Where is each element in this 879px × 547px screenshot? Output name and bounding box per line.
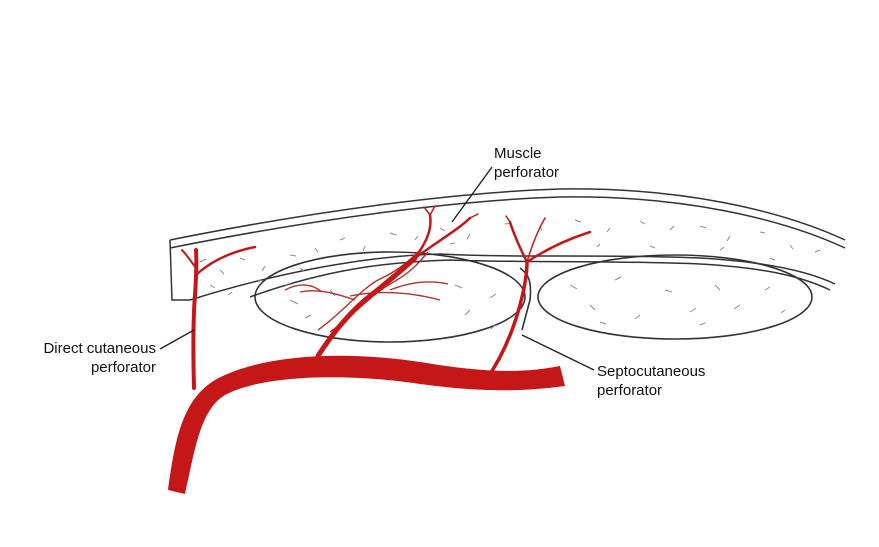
direct-cutaneous-label-line1: Direct cutaneous [30, 339, 156, 358]
skin-layers [170, 189, 845, 300]
septocutaneous-label-line2: perforator [597, 381, 705, 400]
muscle-perforator-label-line1: Muscle [494, 144, 559, 163]
septocutaneous-perforator-label: Septocutaneous perforator [597, 362, 705, 400]
leader-lines [160, 167, 594, 370]
tissue-texture [200, 220, 820, 329]
septocutaneous-label-line1: Septocutaneous [597, 362, 705, 381]
leader-direct [160, 330, 194, 349]
muscle-belly-right [538, 255, 812, 339]
leader-muscle [452, 167, 492, 222]
direct-cutaneous-perforator [193, 250, 196, 388]
muscle-belly-left [255, 252, 525, 342]
dermis-line [170, 197, 845, 248]
intramuscular-branches [285, 250, 448, 332]
left-boundary [170, 240, 190, 300]
source-vessel [168, 356, 565, 494]
muscle-perforator-label-line2: perforator [494, 163, 559, 182]
source-artery [168, 356, 565, 494]
direct-cutaneous-label-line2: perforator [30, 358, 156, 377]
direct-cutaneous-perforator-label: Direct cutaneous perforator [30, 339, 156, 377]
septocutaneous-perforator [486, 262, 527, 380]
muscle-perforator-label: Muscle perforator [494, 144, 559, 182]
leader-septo [522, 335, 594, 370]
